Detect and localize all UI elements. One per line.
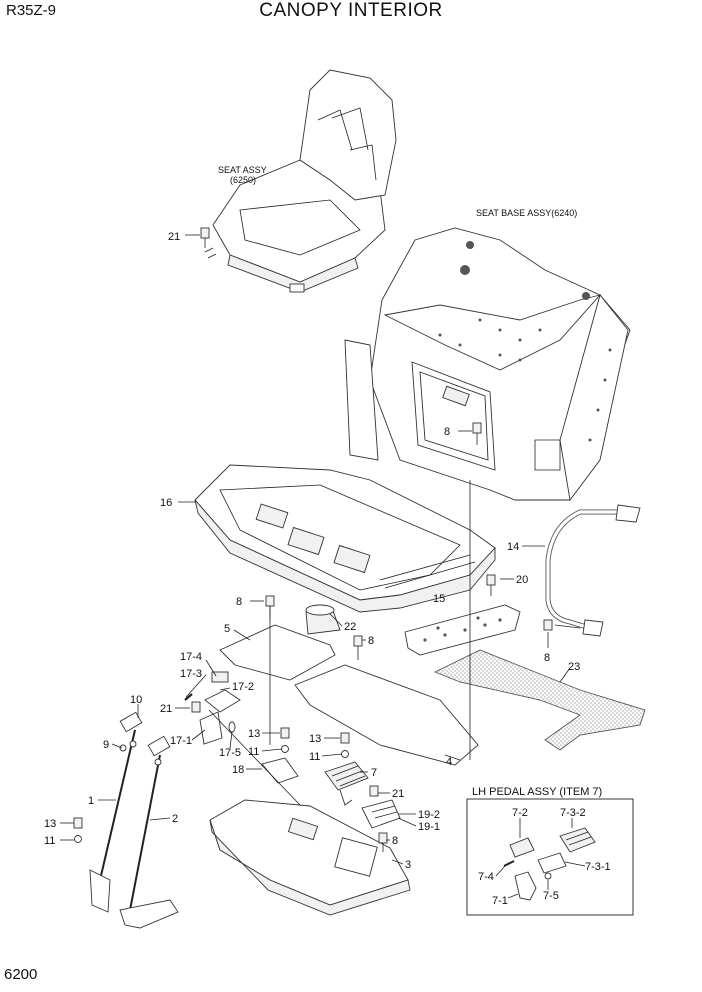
callout-9: 9 bbox=[103, 739, 109, 751]
part-7-4 bbox=[503, 860, 515, 867]
callout-21: 21 bbox=[160, 703, 172, 715]
callout-20: 20 bbox=[516, 574, 528, 586]
leader-lines bbox=[60, 234, 571, 865]
plate-15 bbox=[404, 604, 521, 656]
part-17-4 bbox=[211, 671, 229, 683]
callout-5: 5 bbox=[224, 623, 230, 635]
callout-8: 8 bbox=[392, 835, 398, 847]
callout-13: 13 bbox=[309, 733, 321, 745]
callout-16: 16 bbox=[160, 497, 172, 509]
bracket-17-1 bbox=[199, 711, 223, 745]
callout-8: 8 bbox=[368, 635, 374, 647]
inset-callout-7-1: 7-1 bbox=[492, 895, 508, 907]
seat-base-assembly bbox=[344, 227, 631, 502]
callout-13: 13 bbox=[248, 728, 260, 740]
callout-17-2: 17-2 bbox=[232, 681, 254, 693]
callout-13: 13 bbox=[44, 818, 56, 830]
pedal-7 bbox=[324, 761, 369, 806]
callout-11: 11 bbox=[44, 835, 55, 847]
callout-21: 21 bbox=[392, 788, 404, 800]
seat-assy-label: SEAT ASSY bbox=[218, 165, 267, 175]
model-number: R35Z-9 bbox=[6, 2, 57, 19]
callout-19-2: 19-2 bbox=[418, 809, 440, 821]
callout-4: 4 bbox=[446, 756, 452, 768]
bracket-5 bbox=[219, 624, 336, 681]
callout-17-3: 17-3 bbox=[180, 668, 202, 680]
handle-bar-14 bbox=[545, 504, 641, 637]
callout-17-1: 17-1 bbox=[170, 735, 192, 747]
inset-callout-7-5: 7-5 bbox=[543, 890, 559, 902]
callout-23: 23 bbox=[568, 661, 580, 673]
cover-4 bbox=[294, 664, 479, 766]
lh-pedal-assy-inset: LH PEDAL ASSY (ITEM 7) 7-2 7-3-2 7-3-1 7… bbox=[466, 786, 634, 916]
plate-15-holes bbox=[423, 616, 502, 642]
callout-8: 8 bbox=[236, 596, 242, 608]
callout-21: 21 bbox=[168, 231, 180, 243]
callout-10: 10 bbox=[130, 694, 142, 706]
callout-14: 14 bbox=[507, 541, 519, 553]
inset-callout-7-4: 7-4 bbox=[478, 871, 494, 883]
inset-callout-7-3-2: 7-3-2 bbox=[560, 807, 586, 819]
callout-8: 8 bbox=[444, 426, 450, 438]
plate-17-2 bbox=[204, 689, 241, 713]
part-19-2 bbox=[361, 799, 401, 829]
callout-11: 11 bbox=[248, 746, 259, 758]
callout-17-4: 17-4 bbox=[180, 651, 202, 663]
seat-base-holes bbox=[438, 318, 612, 442]
page-title: CANOPY INTERIOR bbox=[259, 0, 443, 21]
callout-8: 8 bbox=[544, 652, 550, 664]
inset-callout-7-2: 7-2 bbox=[512, 807, 528, 819]
inset-title: LH PEDAL ASSY (ITEM 7) bbox=[472, 786, 602, 798]
callout-labels: 21 8 16 14 20 15 8 22 8 5 8 23 17-4 17-3… bbox=[44, 231, 580, 871]
callout-15: 15 bbox=[433, 593, 445, 605]
pin-17-3 bbox=[184, 693, 193, 701]
seat-assembly bbox=[204, 69, 397, 293]
part-7-2 bbox=[509, 837, 535, 858]
callout-11: 11 bbox=[309, 751, 320, 763]
callout-7: 7 bbox=[371, 767, 377, 779]
seat-assy-ref: (6250) bbox=[230, 175, 256, 185]
callout-1: 1 bbox=[88, 795, 94, 807]
callout-3: 3 bbox=[405, 859, 411, 871]
callout-19-1: 19-1 bbox=[418, 821, 440, 833]
floor-panel-16 bbox=[194, 464, 496, 613]
callout-22: 22 bbox=[344, 621, 356, 633]
part-7-1 bbox=[514, 871, 537, 901]
part-7-5 bbox=[544, 872, 552, 880]
ring-17-5 bbox=[228, 721, 236, 733]
callout-2: 2 bbox=[172, 813, 178, 825]
part-19-1 bbox=[371, 805, 398, 819]
part-7-3-2 bbox=[559, 827, 596, 853]
mat-23 bbox=[433, 649, 646, 751]
part-7-3-1 bbox=[537, 852, 567, 874]
lever-1 bbox=[89, 711, 143, 913]
tray-3 bbox=[209, 799, 411, 916]
callout-17-5: 17-5 bbox=[219, 747, 241, 759]
lever-2 bbox=[119, 735, 179, 929]
callout-18: 18 bbox=[232, 764, 244, 776]
page-number: 6200 bbox=[4, 966, 38, 983]
boot-22 bbox=[305, 604, 341, 635]
seat-base-assy-label: SEAT BASE ASSY(6240) bbox=[476, 208, 577, 218]
inset-callout-7-3-1: 7-3-1 bbox=[585, 861, 611, 873]
